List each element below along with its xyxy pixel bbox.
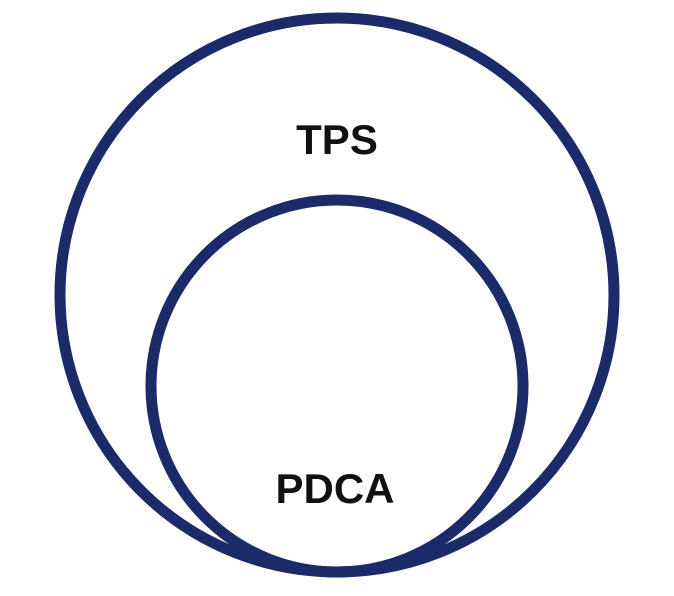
inner-circle-pdca <box>145 194 529 578</box>
inner-circle-label: PDCA <box>275 465 394 512</box>
outer-circle-label: TPS <box>296 116 378 163</box>
